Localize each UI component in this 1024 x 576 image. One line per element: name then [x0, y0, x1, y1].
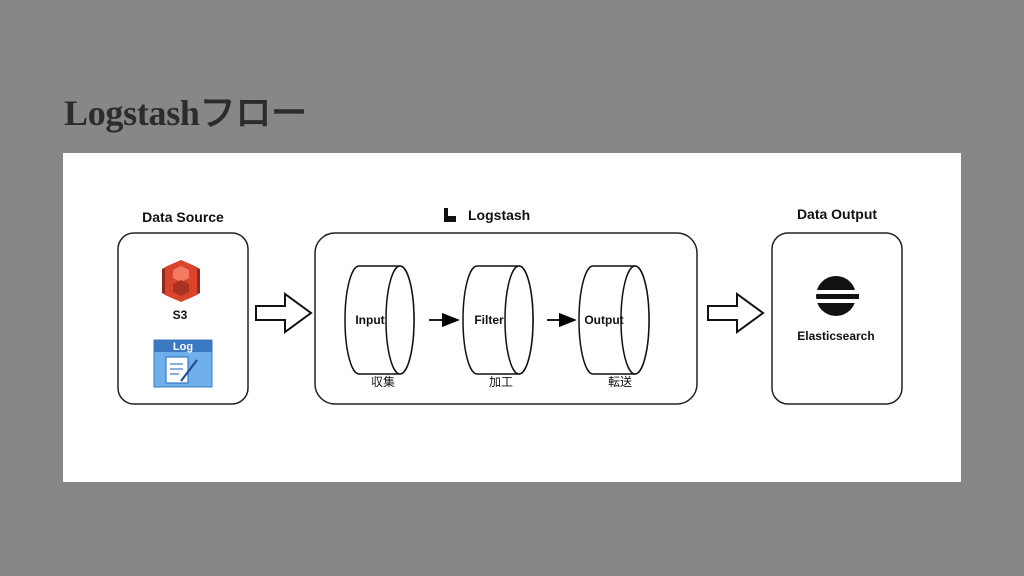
output-stage	[578, 265, 650, 375]
log-file-icon	[153, 339, 213, 388]
filter-stage-caption: 加工	[489, 375, 513, 389]
filter-stage-label: Filter	[474, 313, 504, 327]
data-source-box	[117, 232, 249, 405]
data-output-heading: Data Output	[797, 206, 877, 222]
filter-stage	[462, 265, 534, 375]
logstash-heading: Logstash	[468, 207, 530, 223]
data-source-heading: Data Source	[142, 209, 224, 225]
s3-label: S3	[173, 308, 188, 322]
output-stage-label: Output	[584, 313, 623, 327]
input-stage	[344, 265, 415, 375]
flow-diagram: Data Source S3 Log Logstas	[117, 206, 903, 405]
output-stage-caption: 転送	[608, 374, 632, 389]
logstash-logo-icon	[444, 208, 456, 222]
diagram-canvas: Data Source S3 Log Logstas	[63, 153, 961, 482]
slide-title: Logstashフロー	[64, 93, 307, 133]
data-output-box	[771, 232, 903, 405]
elasticsearch-icon	[814, 276, 859, 316]
hollow-arrow-to-output	[707, 292, 765, 334]
hollow-arrow-to-logstash	[255, 292, 313, 334]
input-stage-caption: 収集	[371, 374, 395, 389]
input-stage-label: Input	[355, 313, 384, 327]
log-icon-text: Log	[173, 341, 193, 353]
elasticsearch-label: Elasticsearch	[797, 329, 874, 343]
s3-icon	[162, 260, 200, 302]
